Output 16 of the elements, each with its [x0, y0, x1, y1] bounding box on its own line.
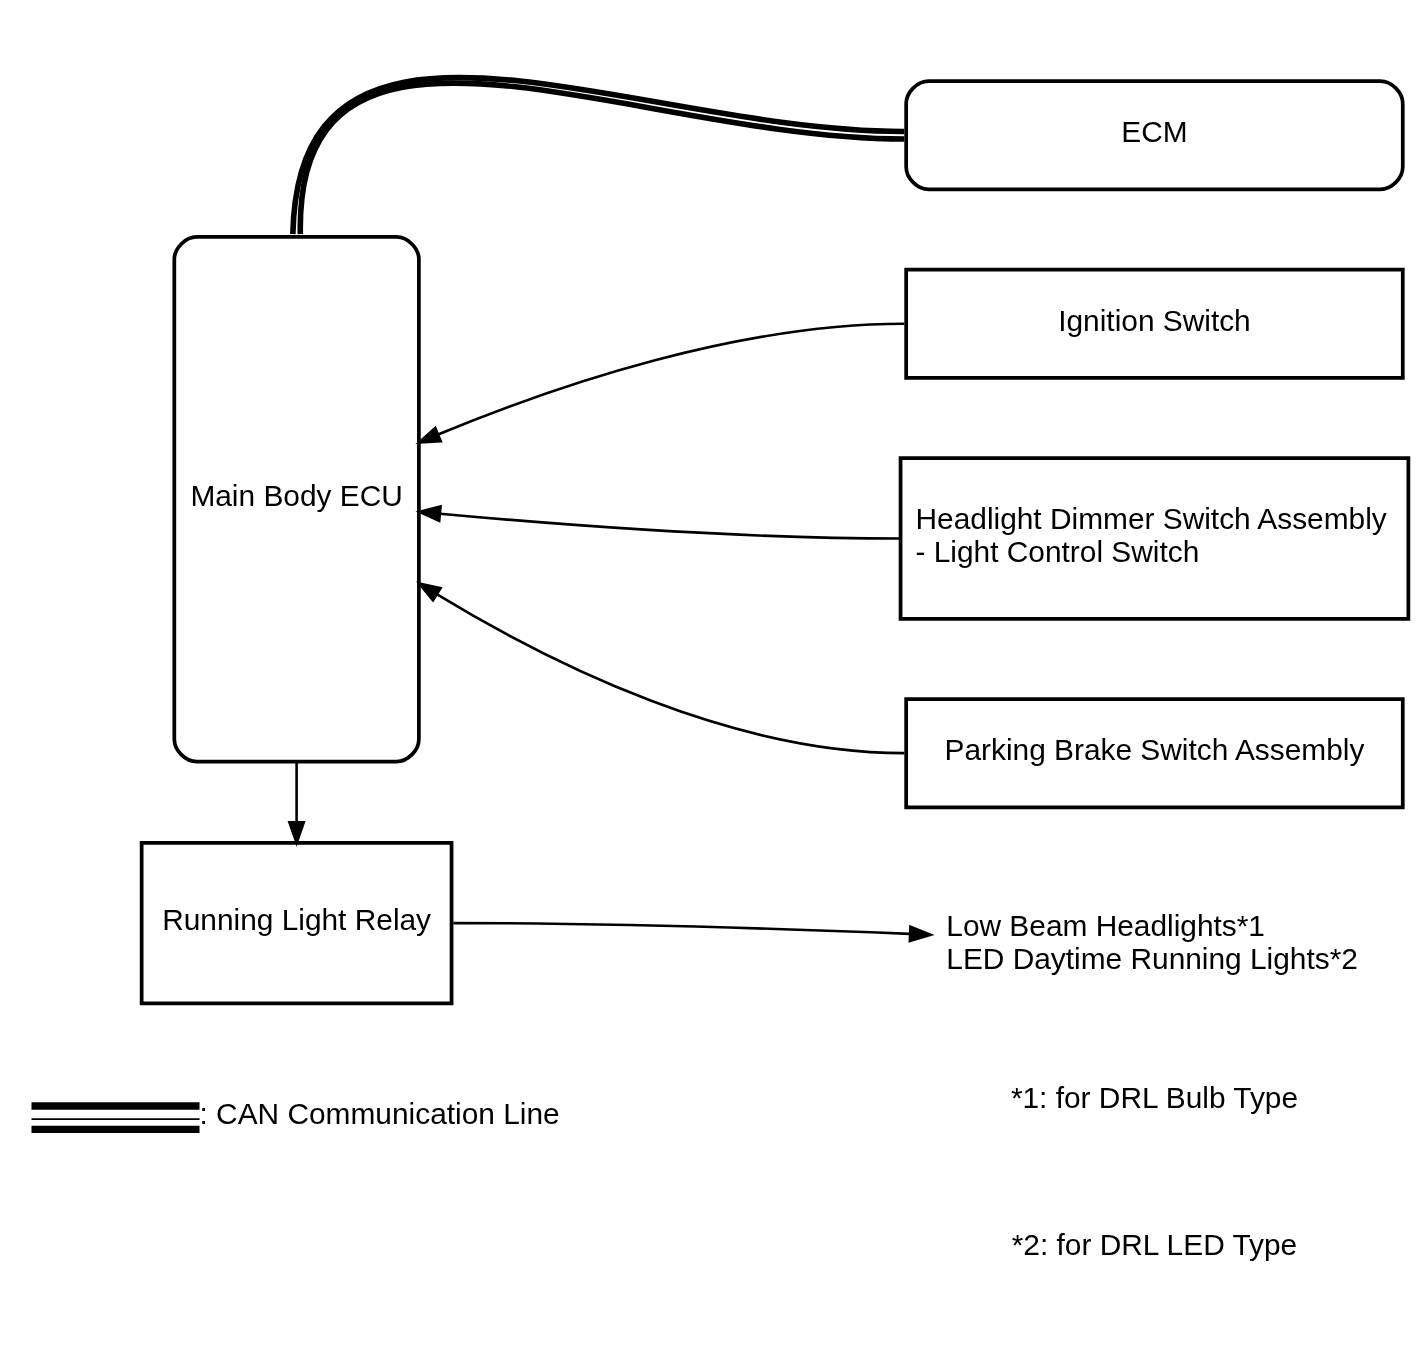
node-box: ECM — [904, 79, 1405, 192]
legend-label: : CAN Communication Line — [199, 1097, 560, 1131]
node-text: Low Beam Headlights*1 LED Daytime Running Lights*2 — [946, 908, 1358, 976]
connector — [290, 75, 905, 235]
label: *1: for DRL Bulb Type — [1010, 1080, 1299, 1114]
arrow — [453, 921, 935, 943]
node-box: Ignition Switch — [904, 267, 1405, 380]
node-box: Headlight Dimmer Switch Assembly - Light Control Switch — [898, 456, 1411, 621]
node-box: Main Body ECU — [172, 235, 421, 764]
label: *2: for DRL LED Type — [1011, 1228, 1298, 1262]
arrow — [415, 504, 901, 540]
node-box: Parking Brake Switch Assembly — [904, 697, 1405, 810]
arrow — [415, 322, 905, 445]
arrow — [287, 761, 306, 847]
arrow — [415, 581, 905, 755]
node-box: Running Light Relay — [139, 840, 454, 1006]
